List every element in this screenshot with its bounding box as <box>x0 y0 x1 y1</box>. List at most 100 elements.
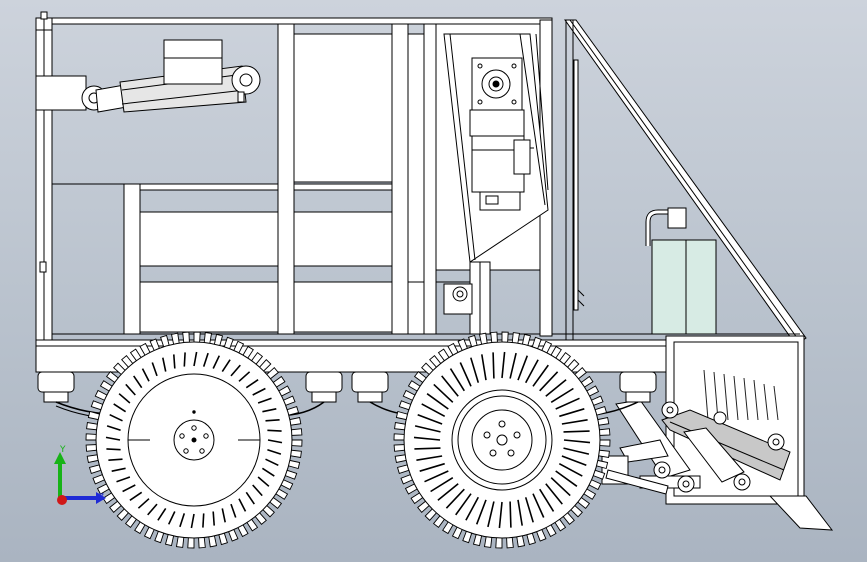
tread-sipe <box>108 458 123 461</box>
tread-sipe <box>141 368 150 382</box>
tread-sipe <box>532 364 549 387</box>
tread-sipe <box>555 397 580 410</box>
rear-wheel <box>393 331 611 549</box>
tread-sipe <box>238 371 251 382</box>
tread-sipe <box>245 491 255 505</box>
tread-sipe <box>212 511 215 526</box>
tread-sipe <box>421 403 446 418</box>
tread-sipe <box>555 470 578 487</box>
z-axis-dot <box>57 495 67 505</box>
tread-sipe <box>106 448 121 451</box>
tread-sipe <box>498 501 503 529</box>
tread-sipe <box>202 513 205 528</box>
tread-sipe <box>262 408 277 413</box>
tread-sipe <box>430 477 454 493</box>
tread-sipe <box>509 501 512 528</box>
tread-sipe <box>426 393 449 410</box>
z-axis-label: Z <box>98 493 104 503</box>
brush-bristles <box>703 369 779 421</box>
tread-sipe <box>445 488 465 509</box>
tread-sipe <box>267 439 283 444</box>
tread-sipe <box>532 493 545 518</box>
tread-sipe <box>157 507 167 521</box>
tread-sipe <box>545 483 563 505</box>
tread-sipe <box>238 498 247 512</box>
tread-sipe <box>109 413 123 422</box>
tread-sipe <box>265 419 280 422</box>
tread-sipe <box>414 447 441 450</box>
front-wheel <box>85 331 303 549</box>
tread-sipe <box>118 393 131 404</box>
tread-sipe <box>105 436 121 441</box>
tread-sipe <box>261 467 275 477</box>
tread-sipe <box>137 498 150 509</box>
tread-sipe <box>133 375 143 389</box>
tread-sipe <box>475 499 487 525</box>
y-axis-label: Y <box>59 445 66 455</box>
tread-sipe <box>419 462 445 472</box>
tread-sipe <box>501 351 506 379</box>
tread-sipe <box>151 362 158 377</box>
tread-sipe <box>558 462 583 477</box>
tread-sipe <box>106 425 121 432</box>
tread-sipe <box>414 425 441 433</box>
battery-pack <box>645 207 717 335</box>
tire-sipes <box>413 351 591 529</box>
lug-nuts <box>179 425 209 454</box>
tread-sipe <box>183 352 186 367</box>
x-axis-arrow <box>58 496 96 500</box>
tread-sipe <box>487 501 495 528</box>
tread-sipe <box>162 357 167 372</box>
tread-sipe <box>459 362 472 387</box>
tread-sipe <box>563 439 591 444</box>
lug-nuts <box>483 420 521 457</box>
tread-sipe <box>470 357 480 383</box>
tread-sipe <box>173 354 176 369</box>
tread-sipe <box>492 352 495 379</box>
tread-sipe <box>424 470 449 483</box>
tread-sipe <box>147 503 158 516</box>
y-axis-arrow <box>58 462 62 498</box>
tread-sipe <box>167 511 176 525</box>
tread-sipe <box>437 483 459 501</box>
tread-sipe <box>524 359 539 384</box>
tread-sipe <box>267 429 282 432</box>
tread-sipe <box>517 355 529 381</box>
tread-sipe <box>193 351 198 367</box>
tread-sipe <box>517 499 523 526</box>
tread-sipe <box>129 491 143 501</box>
y-axis-arrowhead <box>54 452 66 464</box>
tread-sipe <box>190 513 195 529</box>
tread-sipe <box>252 387 266 396</box>
axis-triad[interactable]: Y Z <box>54 445 106 505</box>
tread-sipe <box>449 368 465 392</box>
tire-sipes <box>105 351 283 529</box>
tread-sipe <box>545 379 567 397</box>
tread-sipe <box>125 383 136 396</box>
tread-sipe <box>481 354 487 381</box>
tread-sipe <box>179 513 186 528</box>
tread-sipe <box>245 379 259 389</box>
tread-sipe <box>257 397 272 404</box>
tread-sipe <box>441 375 459 397</box>
tread-sipe <box>559 408 585 418</box>
tread-sipe <box>539 488 555 512</box>
linear-actuator <box>35 39 261 113</box>
tread-sipe <box>257 476 270 487</box>
tread-sipe <box>563 447 590 455</box>
tread-sipe <box>433 383 454 403</box>
tread-sipe <box>252 484 263 497</box>
tread-sipe <box>455 493 472 516</box>
tread-sipe <box>221 359 231 373</box>
tread-sipe <box>563 430 590 433</box>
tread-sipe <box>113 403 127 413</box>
tread-sipe <box>122 484 136 493</box>
tread-sipe <box>561 455 587 467</box>
tread-sipe <box>539 371 559 392</box>
tread-sipe <box>509 352 517 379</box>
pickup-mechanism <box>601 335 834 531</box>
front-truss <box>564 19 807 346</box>
tread-sipe <box>116 476 131 483</box>
